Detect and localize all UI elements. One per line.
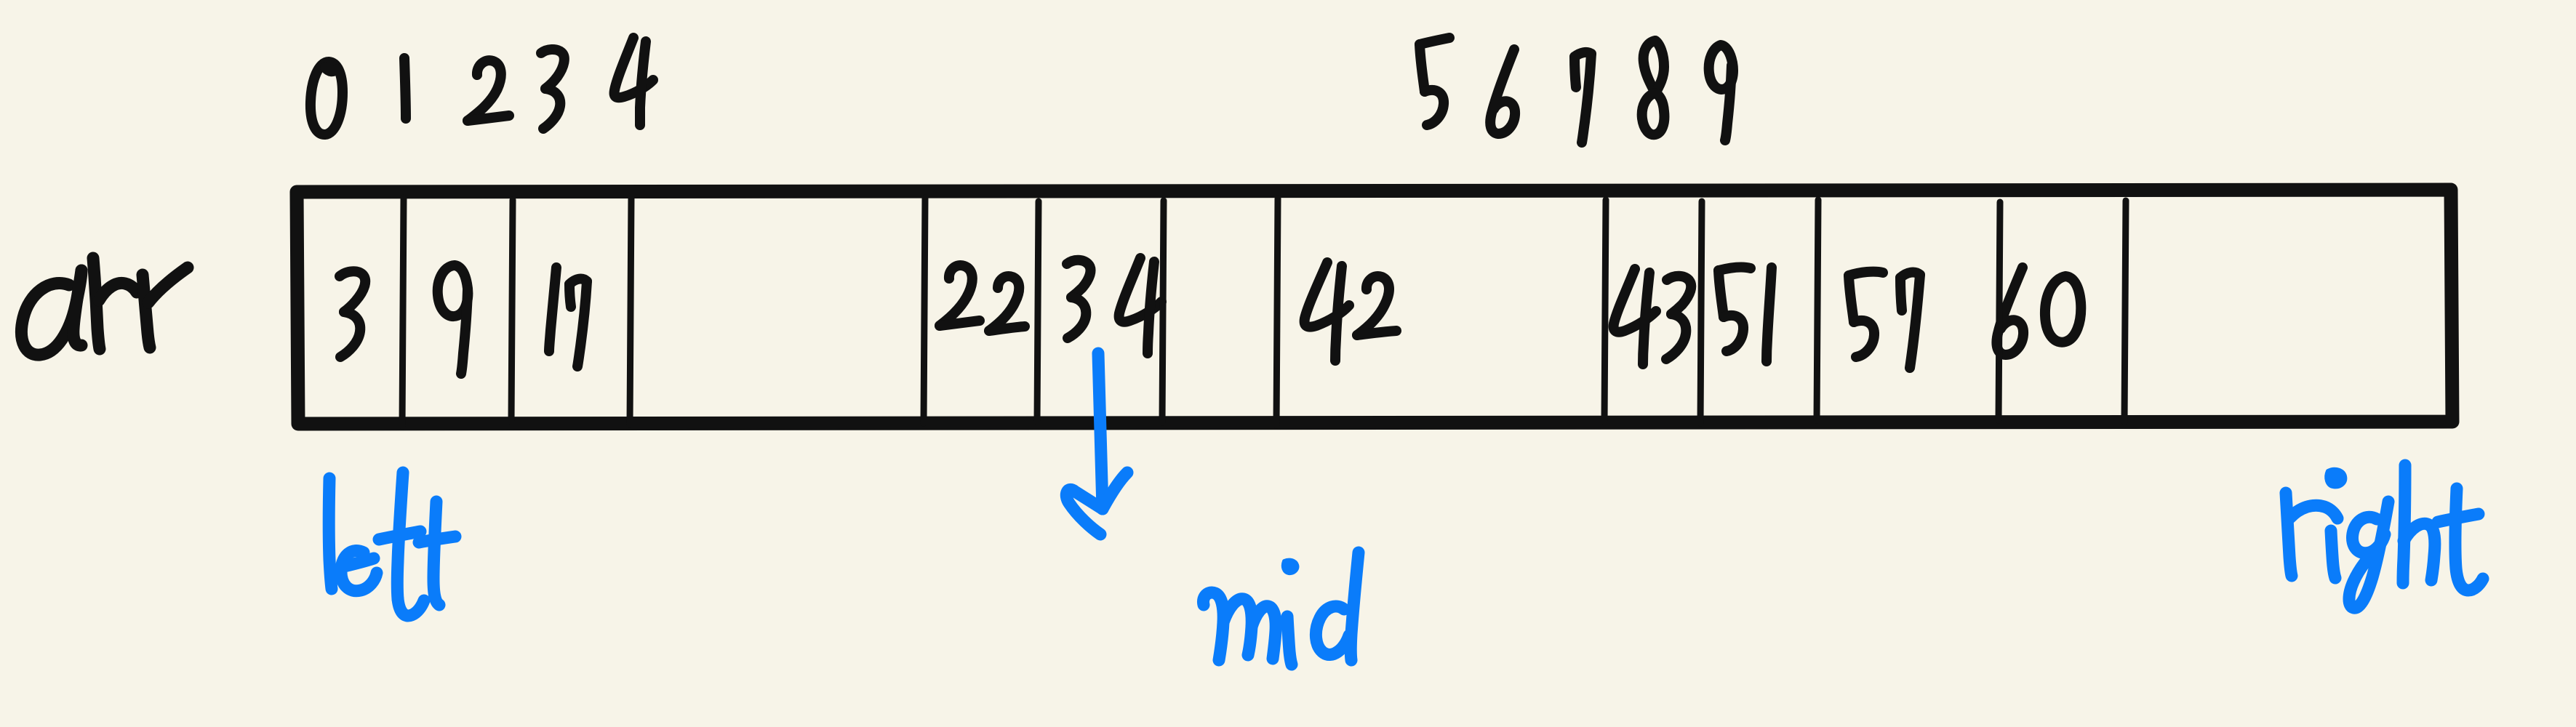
index-label-2: [463, 55, 514, 126]
mid-arrow-icon: [1060, 347, 1134, 541]
array-cell-dividers: [399, 193, 2129, 430]
pointer-annotations: [322, 347, 2489, 671]
index-label-9: [1703, 40, 1738, 145]
array-value-7: [1713, 262, 1777, 366]
index-label-7: [1569, 47, 1596, 148]
mid-label: [1197, 546, 1365, 671]
array-value-1: [432, 260, 473, 379]
array-value-0: [335, 266, 371, 362]
array-name-label: [15, 252, 194, 361]
array-value-5: [1299, 257, 1401, 366]
right-label: [2279, 459, 2489, 614]
index-label-0: [305, 57, 348, 140]
array-box: [289, 182, 2460, 431]
index-label-5: [1415, 33, 1455, 130]
index-label-1: [399, 53, 411, 124]
array-box-outline: [289, 182, 2460, 431]
index-label-6: [1485, 44, 1521, 139]
array-value-3: [935, 260, 1030, 336]
index-label-8: [1636, 36, 1670, 140]
index-labels: [305, 33, 1738, 148]
array-value-6: [1608, 264, 1697, 369]
array-value-8: [1844, 266, 1925, 373]
index-label-3: [536, 44, 569, 134]
array-values: [335, 253, 2087, 379]
index-label-4: [609, 33, 658, 130]
left-label: [322, 466, 462, 622]
array-value-2: [544, 262, 592, 371]
array-value-4: [1062, 253, 1167, 358]
